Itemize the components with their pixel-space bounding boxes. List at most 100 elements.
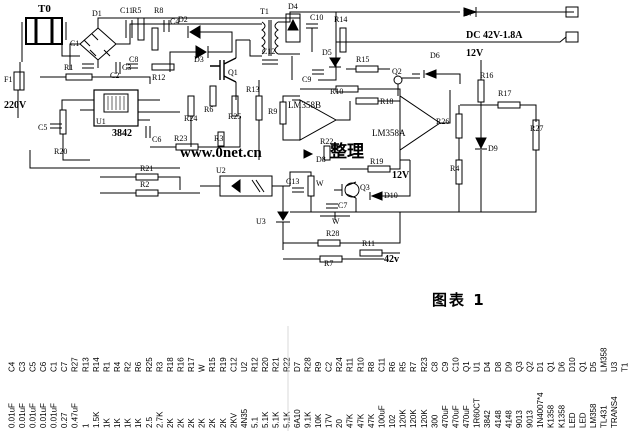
bom-value: 2.7K bbox=[155, 411, 164, 428]
potentiometer-w1 bbox=[307, 175, 315, 197]
resistor-r17 bbox=[497, 101, 521, 109]
label-r23: R23 bbox=[174, 134, 187, 143]
transistor-q2 bbox=[393, 75, 403, 85]
bom-value: 2K bbox=[219, 418, 228, 428]
bom-ref: Q1 bbox=[578, 361, 587, 372]
bom-value: 1R60CT bbox=[473, 398, 482, 428]
bom-ref: Q2 bbox=[526, 361, 535, 372]
bom-ref: C2 bbox=[325, 361, 334, 372]
bom-value: 1K bbox=[134, 418, 143, 428]
resistor-r15 bbox=[355, 65, 379, 73]
label-q2: Q2 bbox=[392, 67, 402, 76]
label-c4: C4 bbox=[170, 17, 179, 26]
bom-value: 5.1K bbox=[261, 411, 270, 428]
label-c11: C11 bbox=[120, 6, 133, 15]
bom-value: LM358 bbox=[589, 403, 598, 428]
resistor-r1 bbox=[65, 73, 93, 81]
bom-value: 0.01uF bbox=[18, 403, 27, 428]
label-d8: D8 bbox=[316, 155, 326, 164]
bom-ref: R17 bbox=[187, 357, 196, 372]
bom-value: 2K bbox=[198, 418, 207, 428]
circuit-schematic: T0 F1 220V D1 C11 R5 R8 C4 C1 C2 C3 C8 R… bbox=[4, 2, 579, 268]
bom-ref: R12 bbox=[251, 357, 260, 372]
bom-value: 9013 bbox=[515, 410, 524, 428]
bom-ref: R1 bbox=[102, 361, 111, 372]
bom-ref: R10 bbox=[356, 357, 365, 372]
bom-ref: R22 bbox=[282, 357, 291, 372]
bom-ref: T1 bbox=[621, 362, 630, 372]
output-terminals bbox=[565, 6, 579, 43]
bom-column: C10.01uF bbox=[50, 361, 59, 428]
bom-column: C60.01uF bbox=[39, 361, 48, 428]
bom-value: 120K bbox=[420, 409, 429, 428]
label-d1: D1 bbox=[92, 9, 102, 18]
label-w2: W bbox=[332, 217, 340, 226]
label-r16: R16 bbox=[480, 71, 493, 80]
bom-value: 20 bbox=[335, 419, 344, 428]
bom-value: 47K bbox=[367, 413, 376, 428]
label-d5: D5 bbox=[322, 48, 332, 57]
bom-value: 2K bbox=[187, 418, 196, 428]
bom-ref: R9 bbox=[314, 361, 323, 372]
bom-ref: R8 bbox=[367, 361, 376, 372]
label-u1: U1 bbox=[96, 117, 106, 126]
bom-ref: R2 bbox=[124, 361, 133, 372]
bom-value: 47K bbox=[346, 413, 355, 428]
label-r13: R13 bbox=[246, 85, 259, 94]
label-lm358a: LM358A bbox=[372, 128, 406, 138]
bom-value: 3842 bbox=[483, 410, 492, 428]
label-c9: C9 bbox=[302, 75, 311, 84]
bom-value: 2K bbox=[208, 418, 217, 428]
label-r19: R19 bbox=[370, 157, 383, 166]
bom-value: LED bbox=[578, 412, 587, 428]
bom-ref: R24 bbox=[335, 357, 344, 372]
label-r15: R15 bbox=[356, 55, 369, 64]
label-r3: R3 bbox=[214, 134, 223, 143]
watermark-cjk: 整理 bbox=[330, 141, 364, 161]
label-c1: C1 bbox=[70, 39, 79, 48]
bom-ref: Q3 bbox=[515, 361, 524, 372]
bom-ref: R3 bbox=[155, 361, 164, 372]
resistor-r8 bbox=[151, 27, 159, 51]
bom-ref: C7 bbox=[60, 361, 69, 372]
bom-ref: U2 bbox=[240, 361, 249, 372]
input-transformer-t0 bbox=[21, 17, 67, 45]
bom-ref: R21 bbox=[272, 357, 281, 372]
bom-value: 6A10 bbox=[293, 409, 302, 428]
bom-ref: W bbox=[198, 364, 207, 372]
bom-value: 47K bbox=[356, 413, 365, 428]
bom-ref: C5 bbox=[28, 361, 37, 372]
bom-ref: R25 bbox=[145, 357, 154, 372]
bom-value: 100uF bbox=[377, 405, 386, 428]
bom-ref: C9 bbox=[441, 361, 450, 372]
regulator-u3 bbox=[277, 211, 289, 221]
bom-ref: C6 bbox=[39, 361, 48, 372]
resistor-r16 bbox=[477, 79, 485, 103]
bom-value: 9.1K bbox=[303, 411, 312, 428]
label-r9: R9 bbox=[268, 107, 277, 116]
bom-value: TRANS4 bbox=[610, 396, 619, 428]
bom-value: 5.1K bbox=[282, 411, 291, 428]
bom-ref: R13 bbox=[81, 357, 90, 372]
label-r1: R1 bbox=[64, 63, 73, 72]
ic-u1-3842 bbox=[93, 89, 139, 127]
bom-ref: R6 bbox=[388, 361, 397, 372]
opamp-lm358a bbox=[399, 95, 441, 151]
bom-value: 0.01uF bbox=[7, 403, 16, 428]
bom-ref: R7 bbox=[409, 361, 418, 372]
label-c13: C13 bbox=[286, 177, 299, 186]
bom-ref: R6 bbox=[134, 361, 143, 372]
bom-value: 1K bbox=[113, 418, 122, 428]
opamp-lm358b bbox=[299, 99, 338, 141]
label-d9: D9 bbox=[488, 144, 498, 153]
